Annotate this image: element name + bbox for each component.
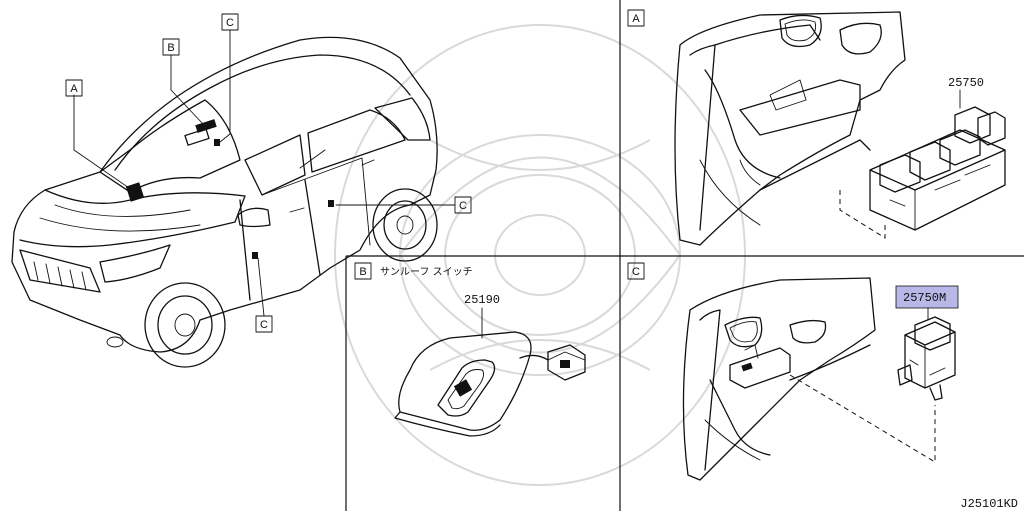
panel-c-letter: C bbox=[632, 266, 640, 278]
window-switch-master bbox=[869, 106, 1006, 231]
callout-b: B bbox=[162, 38, 180, 56]
watermark-emblem bbox=[334, 24, 746, 486]
switch-location-c-right bbox=[328, 200, 334, 207]
panel-b: B サンルーフ スイッチ 25190 bbox=[354, 262, 586, 437]
sunroof-switch bbox=[394, 331, 586, 437]
switch-location-a bbox=[125, 182, 145, 202]
callout-c-bottom-label: C bbox=[260, 319, 268, 331]
callout-c-top-label: C bbox=[226, 17, 234, 29]
panel-dividers bbox=[345, 0, 1024, 511]
panel-b-title: サンルーフ スイッチ bbox=[380, 266, 473, 278]
panel-c: C 25750M bbox=[627, 262, 959, 481]
switch-location-c-top bbox=[214, 139, 220, 146]
callout-c-top: C bbox=[221, 13, 239, 31]
callout-b-label: B bbox=[167, 42, 174, 54]
diagram-code: J25101KD bbox=[960, 497, 1018, 511]
callout-a-label: A bbox=[70, 83, 78, 95]
window-switch-single bbox=[897, 316, 956, 401]
panel-b-letter: B bbox=[359, 266, 366, 278]
panel-c-part-highlight bbox=[895, 285, 959, 309]
switch-location-b bbox=[195, 119, 217, 133]
switch-location-c-bottom bbox=[252, 252, 258, 259]
panel-a: A 25750 bbox=[627, 9, 1006, 246]
panel-b-part-number: 25190 bbox=[464, 293, 500, 307]
callout-a: A bbox=[65, 79, 83, 97]
callout-c-right-label: C bbox=[459, 200, 467, 212]
panel-a-part-number: 25750 bbox=[948, 76, 984, 90]
callout-c-right: C bbox=[454, 196, 472, 214]
panel-c-part-number: 25750M bbox=[903, 291, 946, 305]
panel-a-letter: A bbox=[632, 13, 640, 25]
callout-c-bottom: C bbox=[255, 315, 273, 333]
vehicle-overview bbox=[11, 29, 456, 368]
